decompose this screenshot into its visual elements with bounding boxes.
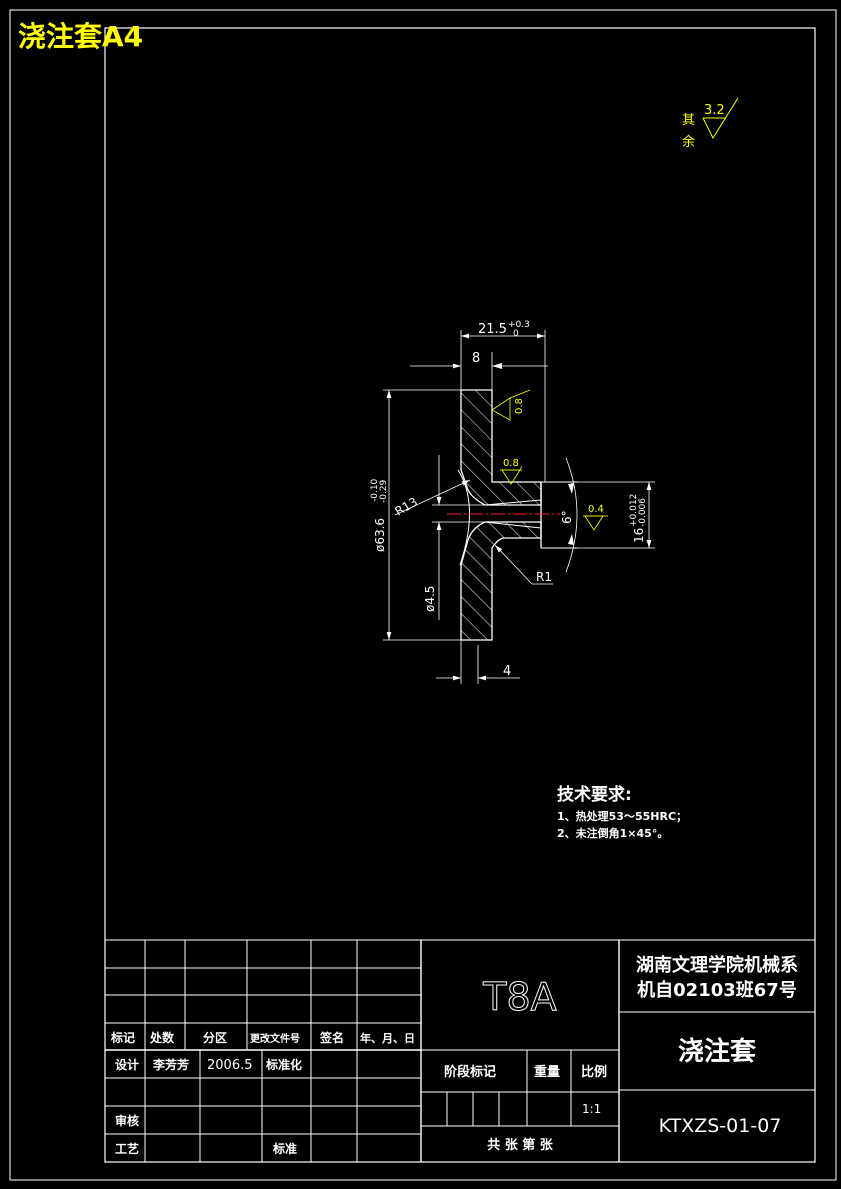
dim-radius-large: R13 — [393, 495, 420, 519]
stage-label: 阶段标记 — [444, 1064, 496, 1080]
design-date: 2006.5 — [207, 1058, 253, 1073]
rev-header-count: 处数 — [149, 1030, 175, 1045]
section-hatch-upper — [460, 389, 542, 506]
dim-web-thickness: 4 — [503, 664, 511, 679]
roughness-mark-flange: 0.8 — [491, 389, 531, 421]
roughness-mark-shoulder: 0.8 — [500, 458, 523, 485]
school-line-2: 机自02103班67号 — [637, 979, 797, 1001]
dim-spigot-diameter: 16 — [632, 528, 646, 543]
general-roughness-symbol: 其 余 3.2 — [682, 97, 739, 150]
tech-req-item-1: 1、热处理53～55HRC； — [557, 809, 687, 823]
review-label: 审核 — [115, 1113, 139, 1128]
approval-label: 标准 — [272, 1141, 297, 1156]
scale-label: 比例 — [581, 1064, 607, 1080]
tech-req-item-2: 2、未注倒角1×45°。 — [557, 826, 668, 840]
designer-name: 李芳芳 — [152, 1057, 189, 1072]
rev-header-sign: 签名 — [319, 1030, 344, 1045]
sheets-label: 共 张 第 张 — [487, 1137, 554, 1153]
dim-taper-angle: 6° — [560, 510, 574, 524]
dim-flange-diameter-tol-upper: -0.10 — [370, 478, 380, 502]
school-line-1: 湖南文理学院机械系 — [636, 954, 798, 976]
sheet-label: 浇注套A4 — [18, 20, 143, 53]
material: T8A — [482, 975, 556, 1019]
section-hatch-lower — [460, 521, 542, 641]
roughness-label-bottom: 余 — [682, 134, 695, 150]
part-section-view: 21.5 +0.3 0 8 ø63.6 -0.10 -0.29 ø4.5 R13… — [370, 320, 655, 684]
standardization-label: 标准化 — [265, 1057, 302, 1072]
roughness-general-value: 3.2 — [704, 103, 725, 118]
technical-requirements: 技术要求: 1、热处理53～55HRC； 2、未注倒角1×45°。 — [557, 784, 687, 840]
title-block-text: 标记 处数 分区 更改文件号 签名 年、月、日 设计 李芳芳 2006.5 标准… — [110, 954, 798, 1156]
svg-text:0.4: 0.4 — [588, 504, 604, 515]
title-block — [104, 939, 816, 1163]
dim-spigot-diameter-tol-lower: -0.006 — [638, 498, 648, 527]
process-label: 工艺 — [115, 1141, 139, 1156]
drawing-number: KTXZS-01-07 — [659, 1115, 782, 1137]
scale-value: 1:1 — [582, 1102, 601, 1116]
dim-overall-length-tol-upper: +0.3 — [508, 320, 530, 330]
dim-flange-diameter-tol-lower: -0.29 — [379, 479, 389, 503]
tech-req-title: 技术要求: — [557, 784, 632, 805]
dim-flange-thickness: 8 — [472, 351, 480, 366]
roughness-mark-spigot: 0.4 — [583, 504, 608, 531]
weight-label: 重量 — [534, 1064, 560, 1080]
dim-bore-diameter: ø4.5 — [423, 586, 437, 612]
rev-header-docno: 更改文件号 — [250, 1032, 300, 1045]
dim-overall-length: 21.5 — [478, 322, 507, 337]
rev-header-date: 年、月、日 — [360, 1031, 415, 1045]
svg-text:0.8: 0.8 — [503, 458, 519, 469]
roughness-label-top: 其 — [682, 113, 695, 128]
dim-spigot-diameter-tol-upper: +0.012 — [629, 494, 639, 527]
dim-flange-diameter: ø63.6 — [373, 518, 387, 552]
dim-radius-small: R1 — [536, 570, 552, 584]
part-name: 浇注套 — [678, 1036, 757, 1067]
dim-overall-length-tol-lower: 0 — [513, 329, 519, 339]
design-label: 设计 — [115, 1057, 139, 1072]
svg-text:0.8: 0.8 — [514, 398, 525, 414]
outer-border — [9, 9, 837, 1181]
rev-header-zone: 分区 — [203, 1030, 227, 1045]
rev-header-mark: 标记 — [110, 1030, 135, 1045]
